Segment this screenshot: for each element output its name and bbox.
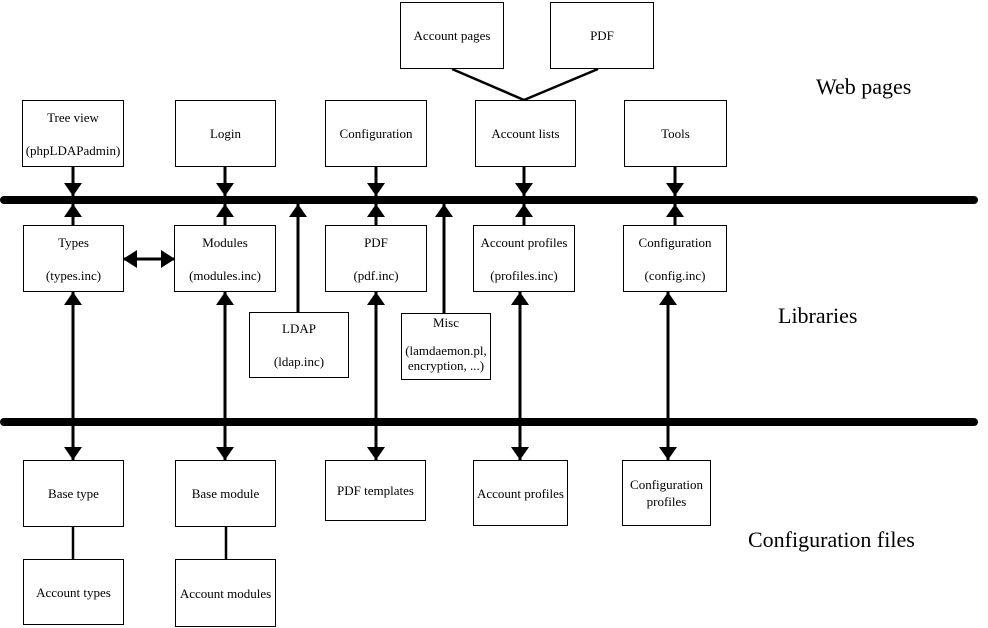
arrow-types-modules (123, 250, 175, 268)
node-sublabel: (phpLDAPadmin) (25, 142, 121, 158)
node-ldap: LDAP (ldap.inc) (249, 312, 349, 378)
node-account-types: Account types (23, 559, 124, 625)
node-label: LDAP (282, 321, 316, 336)
node-sublabel: (pdf.inc) (353, 267, 399, 283)
node-label: PDF (364, 234, 388, 250)
node-configuration-lib: Configuration (config.inc) (623, 225, 727, 292)
node-configuration-profiles: Configuration profiles (622, 460, 711, 526)
node-pdf-lib: PDF (pdf.inc) (325, 225, 427, 292)
node-account-modules: Account modules (175, 559, 276, 627)
node-misc: Misc (lamdaemon.pl, encryption, ...) (401, 313, 491, 380)
arrow-pdflib-pdftemplates (367, 292, 385, 460)
node-tree-view: Tree view (phpLDAPadmin) (22, 100, 124, 167)
node-label: Tree view (47, 109, 99, 125)
node-sublabel: (modules.inc) (189, 267, 261, 283)
node-label: Configuration (638, 234, 712, 250)
node-label: PDF templates (337, 483, 414, 498)
section-label-configuration-files: Configuration files (748, 527, 915, 552)
node-sublabel: (ldap.inc) (273, 354, 325, 369)
node-label: Account modules (179, 585, 272, 601)
arrow-profileslib-profilesfiles (511, 292, 529, 460)
node-pdf-templates: PDF templates (325, 460, 426, 521)
node-label: Modules (202, 234, 248, 250)
node-account-profiles-files: Account profiles (473, 460, 568, 526)
link-pdf-account-lists (523, 67, 599, 102)
node-label: Base module (191, 486, 260, 501)
bus-libraries-config (0, 418, 978, 426)
arrow-accountlists-profiles (515, 167, 533, 225)
arrow-misc-bus (435, 204, 453, 313)
node-sublabel: profiles (646, 494, 687, 509)
arrow-configuration-pdf (367, 167, 385, 225)
node-account-lists: Account lists (475, 100, 576, 167)
node-label: Misc (433, 315, 459, 330)
arrow-types-basetype (64, 292, 82, 460)
arrow-treeview-types (64, 167, 82, 225)
node-sublabel: (lamdaemon.pl, (405, 343, 487, 358)
link-account-pages-account-lists (451, 67, 525, 102)
node-label: Account pages (413, 28, 491, 43)
node-configuration-web: Configuration (325, 100, 427, 167)
node-label: Account profiles (480, 234, 568, 250)
node-sublabel: (config.inc) (644, 267, 706, 283)
node-label: Configuration (630, 477, 703, 492)
arrow-modules-basemodule (216, 292, 234, 460)
node-base-module: Base module (175, 460, 276, 527)
arrow-login-modules (216, 167, 234, 225)
bus-web-libraries (0, 196, 978, 204)
node-label: Tools (661, 126, 690, 141)
node-label: Account types (36, 584, 111, 600)
node-label: Base type (48, 486, 99, 501)
section-label-libraries: Libraries (778, 303, 858, 328)
node-label: Configuration (339, 126, 413, 141)
node-label: Account lists (491, 126, 560, 141)
node-sublabel: (types.inc) (45, 267, 102, 283)
node-types: Types (types.inc) (23, 225, 124, 292)
node-login: Login (175, 100, 276, 167)
node-sublabel: (profiles.inc) (490, 267, 558, 283)
node-sublabel: encryption, ...) (407, 358, 485, 373)
node-base-type: Base type (23, 460, 124, 527)
node-label: PDF (590, 28, 614, 43)
node-modules: Modules (modules.inc) (174, 225, 276, 292)
arrow-configlib-configprofiles (659, 292, 677, 460)
node-label: Account profiles (476, 485, 564, 501)
node-account-pages: Account pages (400, 2, 504, 69)
node-pdf-top: PDF (550, 2, 654, 69)
arrow-ldap-bus (289, 204, 307, 312)
node-label: Login (209, 126, 242, 141)
section-label-web-pages: Web pages (816, 74, 912, 99)
node-tools: Tools (624, 100, 727, 167)
arrow-tools-configlib (666, 167, 684, 225)
node-label: Types (58, 234, 89, 250)
node-account-profiles-lib: Account profiles (profiles.inc) (473, 225, 575, 292)
